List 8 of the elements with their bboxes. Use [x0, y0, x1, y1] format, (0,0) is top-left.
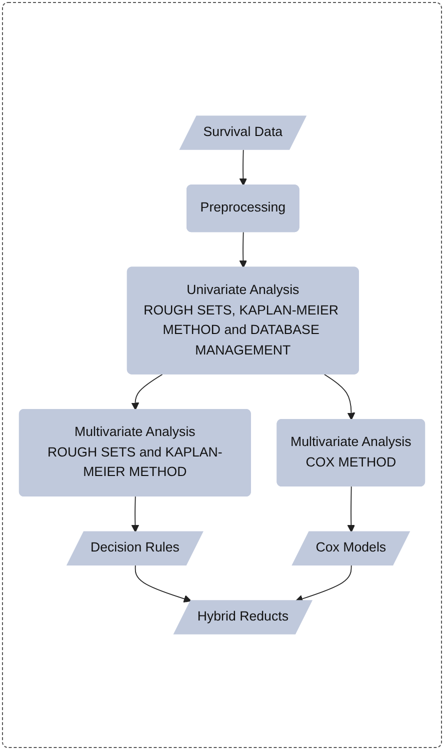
arrow: [239, 149, 248, 186]
arrow: [324, 374, 356, 420]
arrow: [131, 496, 140, 532]
arrow: [239, 232, 248, 268]
arrow: [295, 565, 352, 602]
arrow: [131, 374, 163, 410]
arrow: [134, 565, 192, 603]
arrow: [347, 486, 356, 532]
